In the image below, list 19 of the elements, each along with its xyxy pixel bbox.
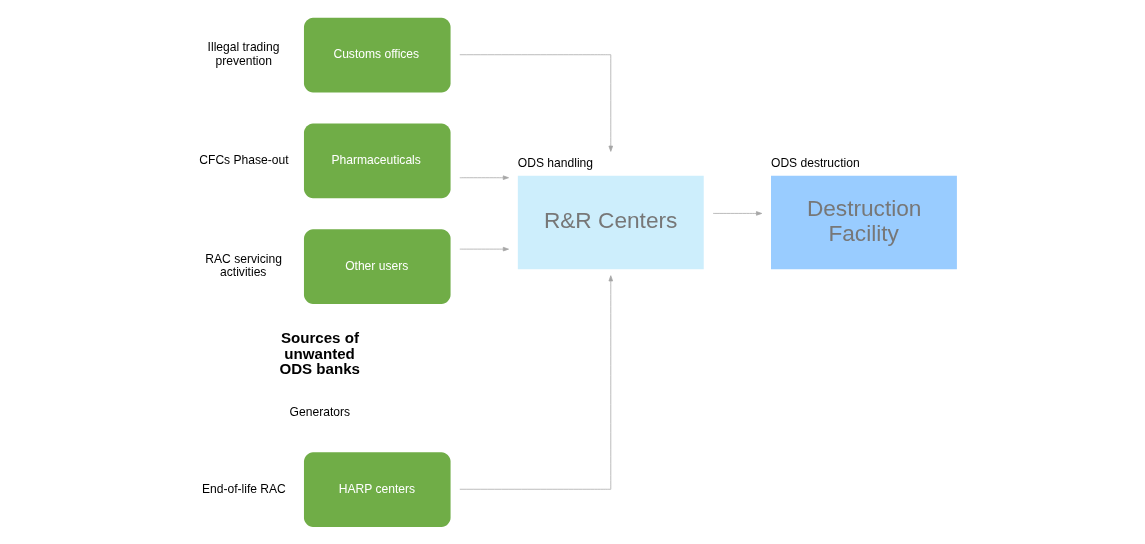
node-label: RAC servicing activities bbox=[204, 251, 282, 280]
node-label: Illegal trading prevention bbox=[207, 40, 279, 68]
arrow bbox=[458, 175, 509, 180]
arrow bbox=[458, 275, 613, 490]
node-label: ODS handling bbox=[517, 156, 593, 171]
arrow bbox=[458, 246, 509, 252]
node-box: R&R Centers bbox=[517, 175, 704, 270]
node-box: HARP centers bbox=[303, 452, 451, 528]
node-box: Other users bbox=[303, 229, 451, 305]
node-label: CFCs Phase-out bbox=[198, 152, 289, 167]
arrow bbox=[458, 54, 613, 152]
label: Generators bbox=[289, 404, 350, 419]
node-box: Pharmaceuticals bbox=[303, 123, 451, 199]
node-box: Destruction Facility bbox=[770, 175, 957, 270]
node-label: End-of-life RAC bbox=[201, 481, 286, 496]
arrow bbox=[712, 211, 762, 216]
node-label: ODS destruction bbox=[770, 156, 860, 171]
label: Sources of unwanted ODS banks bbox=[278, 329, 360, 377]
node-box: Customs offices bbox=[303, 17, 451, 93]
